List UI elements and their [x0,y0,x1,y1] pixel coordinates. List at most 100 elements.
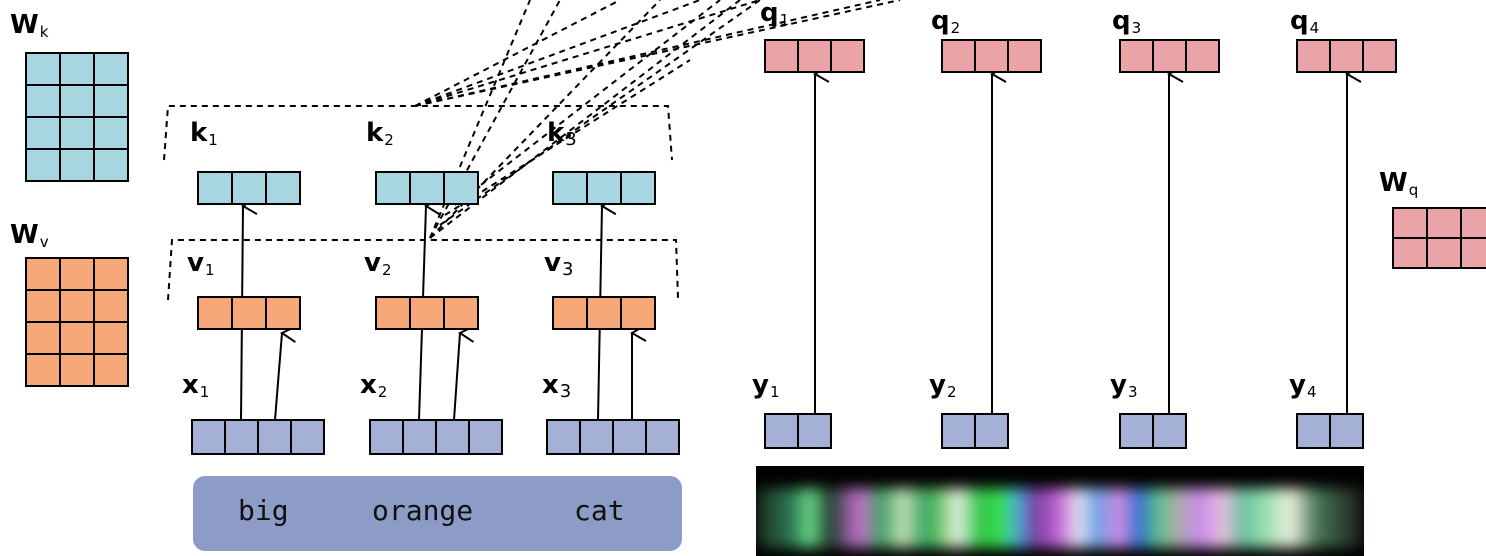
input-vector-3-cell [579,419,614,455]
projection-arrows [240,74,1347,421]
wv-matrix-cell [93,321,129,355]
token-2: orange [372,494,474,527]
key-vector-2 [375,171,479,205]
input-vector-1-cell [290,419,325,455]
wk-matrix-cell [93,52,129,86]
wq-label: Wq [1379,168,1419,199]
key-label-3: k3 [547,118,577,150]
input-vector-3 [546,419,680,455]
wq-matrix-cell [1460,207,1486,239]
key-vector-3-cell [620,171,656,205]
query-vector-4-cell [1296,39,1331,73]
projection-arrow [274,333,282,421]
wq-matrix-cell [1426,207,1462,239]
value-vector-1-cell [197,296,233,330]
wk-matrix-cell [25,84,61,118]
input-vector-2-cell [435,419,470,455]
wk-matrix-cell [93,84,129,118]
value-vector-2-cell [375,296,411,330]
output-vector-1-cell [797,413,832,449]
output-vector-4-cell [1329,413,1364,449]
output-vector-1-cell [764,413,799,449]
wq-matrix [1392,207,1486,269]
value-label-1: v1 [187,248,215,279]
output-vector-4-cell [1296,413,1331,449]
wk-matrix-cell [59,52,95,86]
key-vector-3-cell [552,171,588,205]
attention-line [414,0,761,107]
value-vector-3-cell [620,296,656,330]
query-vector-1 [764,39,865,73]
output-label-4: y4 [1289,370,1317,401]
key-vector-1-cell [265,171,301,205]
wv-matrix-cell [25,289,61,323]
input-label-3: x3 [542,370,572,402]
key-vector-1-cell [231,171,267,205]
value-vector-2-cell [409,296,445,330]
wv-matrix-cell [93,353,129,387]
query-vector-3-cell [1152,39,1187,73]
input-vector-2-cell [369,419,404,455]
output-vector-1 [764,413,832,449]
value-label-2: v2 [364,248,392,279]
query-vector-2 [941,39,1042,73]
key-vector-2-cell [443,171,479,205]
token-3: cat [574,494,625,527]
key-vector-1 [197,171,301,205]
wk-matrix [25,52,129,182]
wv-matrix-cell [93,289,129,323]
token-1: big [238,494,289,527]
output-vector-2-cell [941,413,976,449]
query-vector-3-cell [1119,39,1154,73]
output-vector-2-cell [974,413,1009,449]
attention-line [414,0,701,107]
attention-line [454,0,721,206]
query-vector-2-cell [1007,39,1042,73]
wv-matrix-cell [59,321,95,355]
key-vector-2-cell [375,171,411,205]
wk-matrix-cell [25,148,61,182]
key-vector-2-cell [409,171,445,205]
projection-arrow [453,333,460,421]
input-vector-2 [369,419,503,455]
wk-matrix-cell [93,116,129,150]
attention-line [444,59,691,216]
output-label-3: y3 [1110,370,1138,401]
output-vector-3-cell [1152,413,1187,449]
input-vector-1 [191,419,325,455]
value-vector-3-cell [552,296,588,330]
wq-matrix-cell [1460,237,1486,269]
input-label-2: x2 [360,370,388,401]
query-vector-4 [1296,39,1397,73]
value-vector-2-cell [443,296,479,330]
input-label-1: x1 [182,370,210,401]
query-vector-1-cell [830,39,865,73]
wk-matrix-cell [59,116,95,150]
input-vector-1-cell [191,419,226,455]
value-vector-1-cell [265,296,301,330]
input-vector-1-cell [257,419,292,455]
wq-matrix-cell [1392,237,1428,269]
query-label-2: q2 [931,6,961,37]
wv-matrix-cell [25,321,61,355]
value-vector-1-cell [231,296,267,330]
value-vector-3 [552,296,656,330]
wq-matrix-cell [1392,207,1428,239]
output-label-2: y2 [929,370,957,401]
query-vector-3 [1119,39,1220,73]
value-vector-3-cell [586,296,622,330]
output-vector-3 [1119,413,1187,449]
query-vector-4-cell [1362,39,1397,73]
input-vector-2-cell [402,419,437,455]
wv-matrix-cell [59,289,95,323]
query-vector-1-cell [764,39,799,73]
wk-matrix-cell [59,148,95,182]
wv-matrix-cell [25,353,61,387]
input-sentence-box [193,476,682,551]
value-label-3: v3 [544,248,574,280]
value-vector-2 [375,296,479,330]
key-label-2: k2 [366,118,394,149]
output-vector-2 [941,413,1009,449]
wk-matrix-cell [25,116,61,150]
